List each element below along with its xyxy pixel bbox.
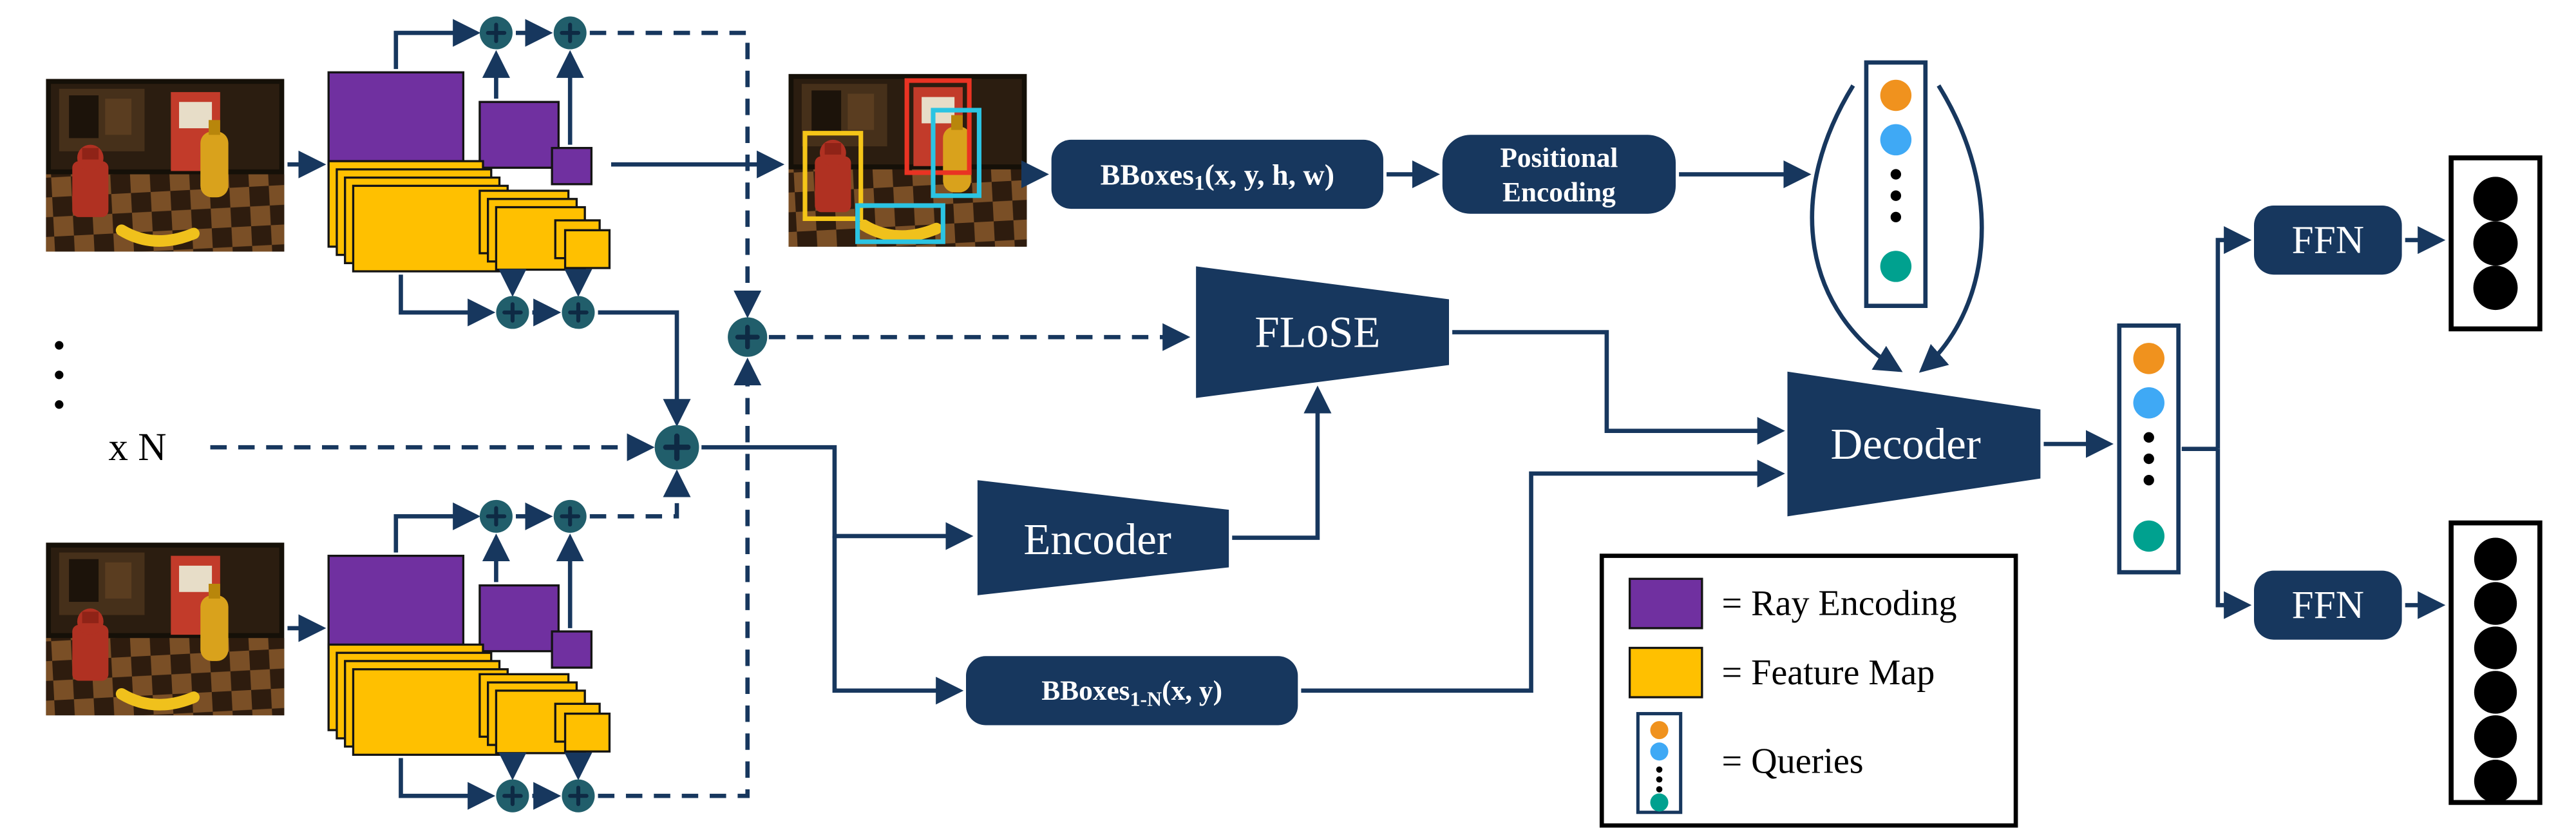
legend-feature-map-swatch <box>1628 646 1703 698</box>
line-bboxes1n-to-decoder <box>1301 459 1785 693</box>
bboxes1n-label: BBoxes1-N(x, y) <box>1041 675 1222 710</box>
feature-pyramid-bottom <box>328 500 609 813</box>
decoder-label: Decoder <box>1831 419 1981 468</box>
dashed-bottompyr-to-sum <box>589 469 691 519</box>
encoder-block <box>977 480 1229 595</box>
output-tokens-box <box>2117 323 2181 575</box>
prediction-dots-bottom <box>2448 520 2543 805</box>
main-add-node <box>655 425 699 470</box>
ffn-top-block <box>2254 206 2402 275</box>
output-circle-teal <box>2133 520 2164 552</box>
bbox-cyan <box>931 108 981 198</box>
output-circle-orange <box>2133 343 2164 374</box>
line-sum-to-encoder <box>701 445 974 550</box>
dashed-toppyr-to-merge <box>589 30 762 318</box>
legend-ray-encoding-swatch <box>1628 577 1703 630</box>
query-circle-blue <box>1880 124 1912 156</box>
flose-block <box>1196 266 1449 398</box>
legend-ray-encoding-label: = Ray Encoding <box>1721 584 1956 624</box>
queries-box <box>1864 60 1928 309</box>
ffn-bottom-label: FFN <box>2292 583 2364 627</box>
legend-feature-map-label: = Feature Map <box>1721 653 1935 693</box>
encoder-label: Encoder <box>1023 515 1171 564</box>
feature-pyramid-top <box>328 17 609 329</box>
legend-queries-label: = Queries <box>1721 742 1863 782</box>
detection-bboxes-overlay <box>802 78 981 244</box>
repeat-ellipsis <box>55 341 64 409</box>
line-toppyr-to-sum <box>598 310 691 427</box>
merge-add-node <box>728 318 767 357</box>
positional-encoding-pill <box>1442 135 1676 214</box>
line-flose-to-decoder <box>1452 330 1785 445</box>
positional-encoding-line2: Encoding <box>1502 177 1616 208</box>
line-to-ffn-bottom <box>2215 448 2252 619</box>
ffn-top-label: FFN <box>2292 218 2364 262</box>
prediction-dots-top <box>2448 155 2543 332</box>
positional-encoding-line1: Positional <box>1500 142 1618 173</box>
input-image-top <box>46 79 284 251</box>
legend-queries-swatch <box>1636 712 1683 814</box>
flose-label: FLoSE <box>1255 308 1380 357</box>
bboxes1-pill <box>1051 139 1383 209</box>
bboxes1-label: BBoxes1(x, y, h, w) <box>1101 158 1334 195</box>
query-circle-teal <box>1880 251 1912 282</box>
line-to-ffn-top <box>2215 226 2252 449</box>
legend: = Ray Encoding = Feature Map = Queries <box>1599 553 2018 828</box>
ffn-bottom-block <box>2254 570 2402 640</box>
line-sum-to-bboxes1n <box>832 535 964 705</box>
bbox-cyan-small <box>855 203 945 244</box>
output-circle-blue <box>2133 387 2164 419</box>
xn-label: x N <box>108 425 166 469</box>
line-encoder-to-flose <box>1232 385 1332 540</box>
bbox-yellow <box>802 131 864 221</box>
bbox-red <box>904 78 972 175</box>
bboxes1n-pill <box>966 656 1298 726</box>
query-loop-left <box>1810 84 1903 372</box>
query-loop-right <box>1918 84 1984 373</box>
dashed-bottompyr-to-merge <box>598 357 762 798</box>
decoder-block <box>1787 371 2041 517</box>
input-image-bottom <box>46 543 284 715</box>
query-circle-orange <box>1880 79 1912 111</box>
